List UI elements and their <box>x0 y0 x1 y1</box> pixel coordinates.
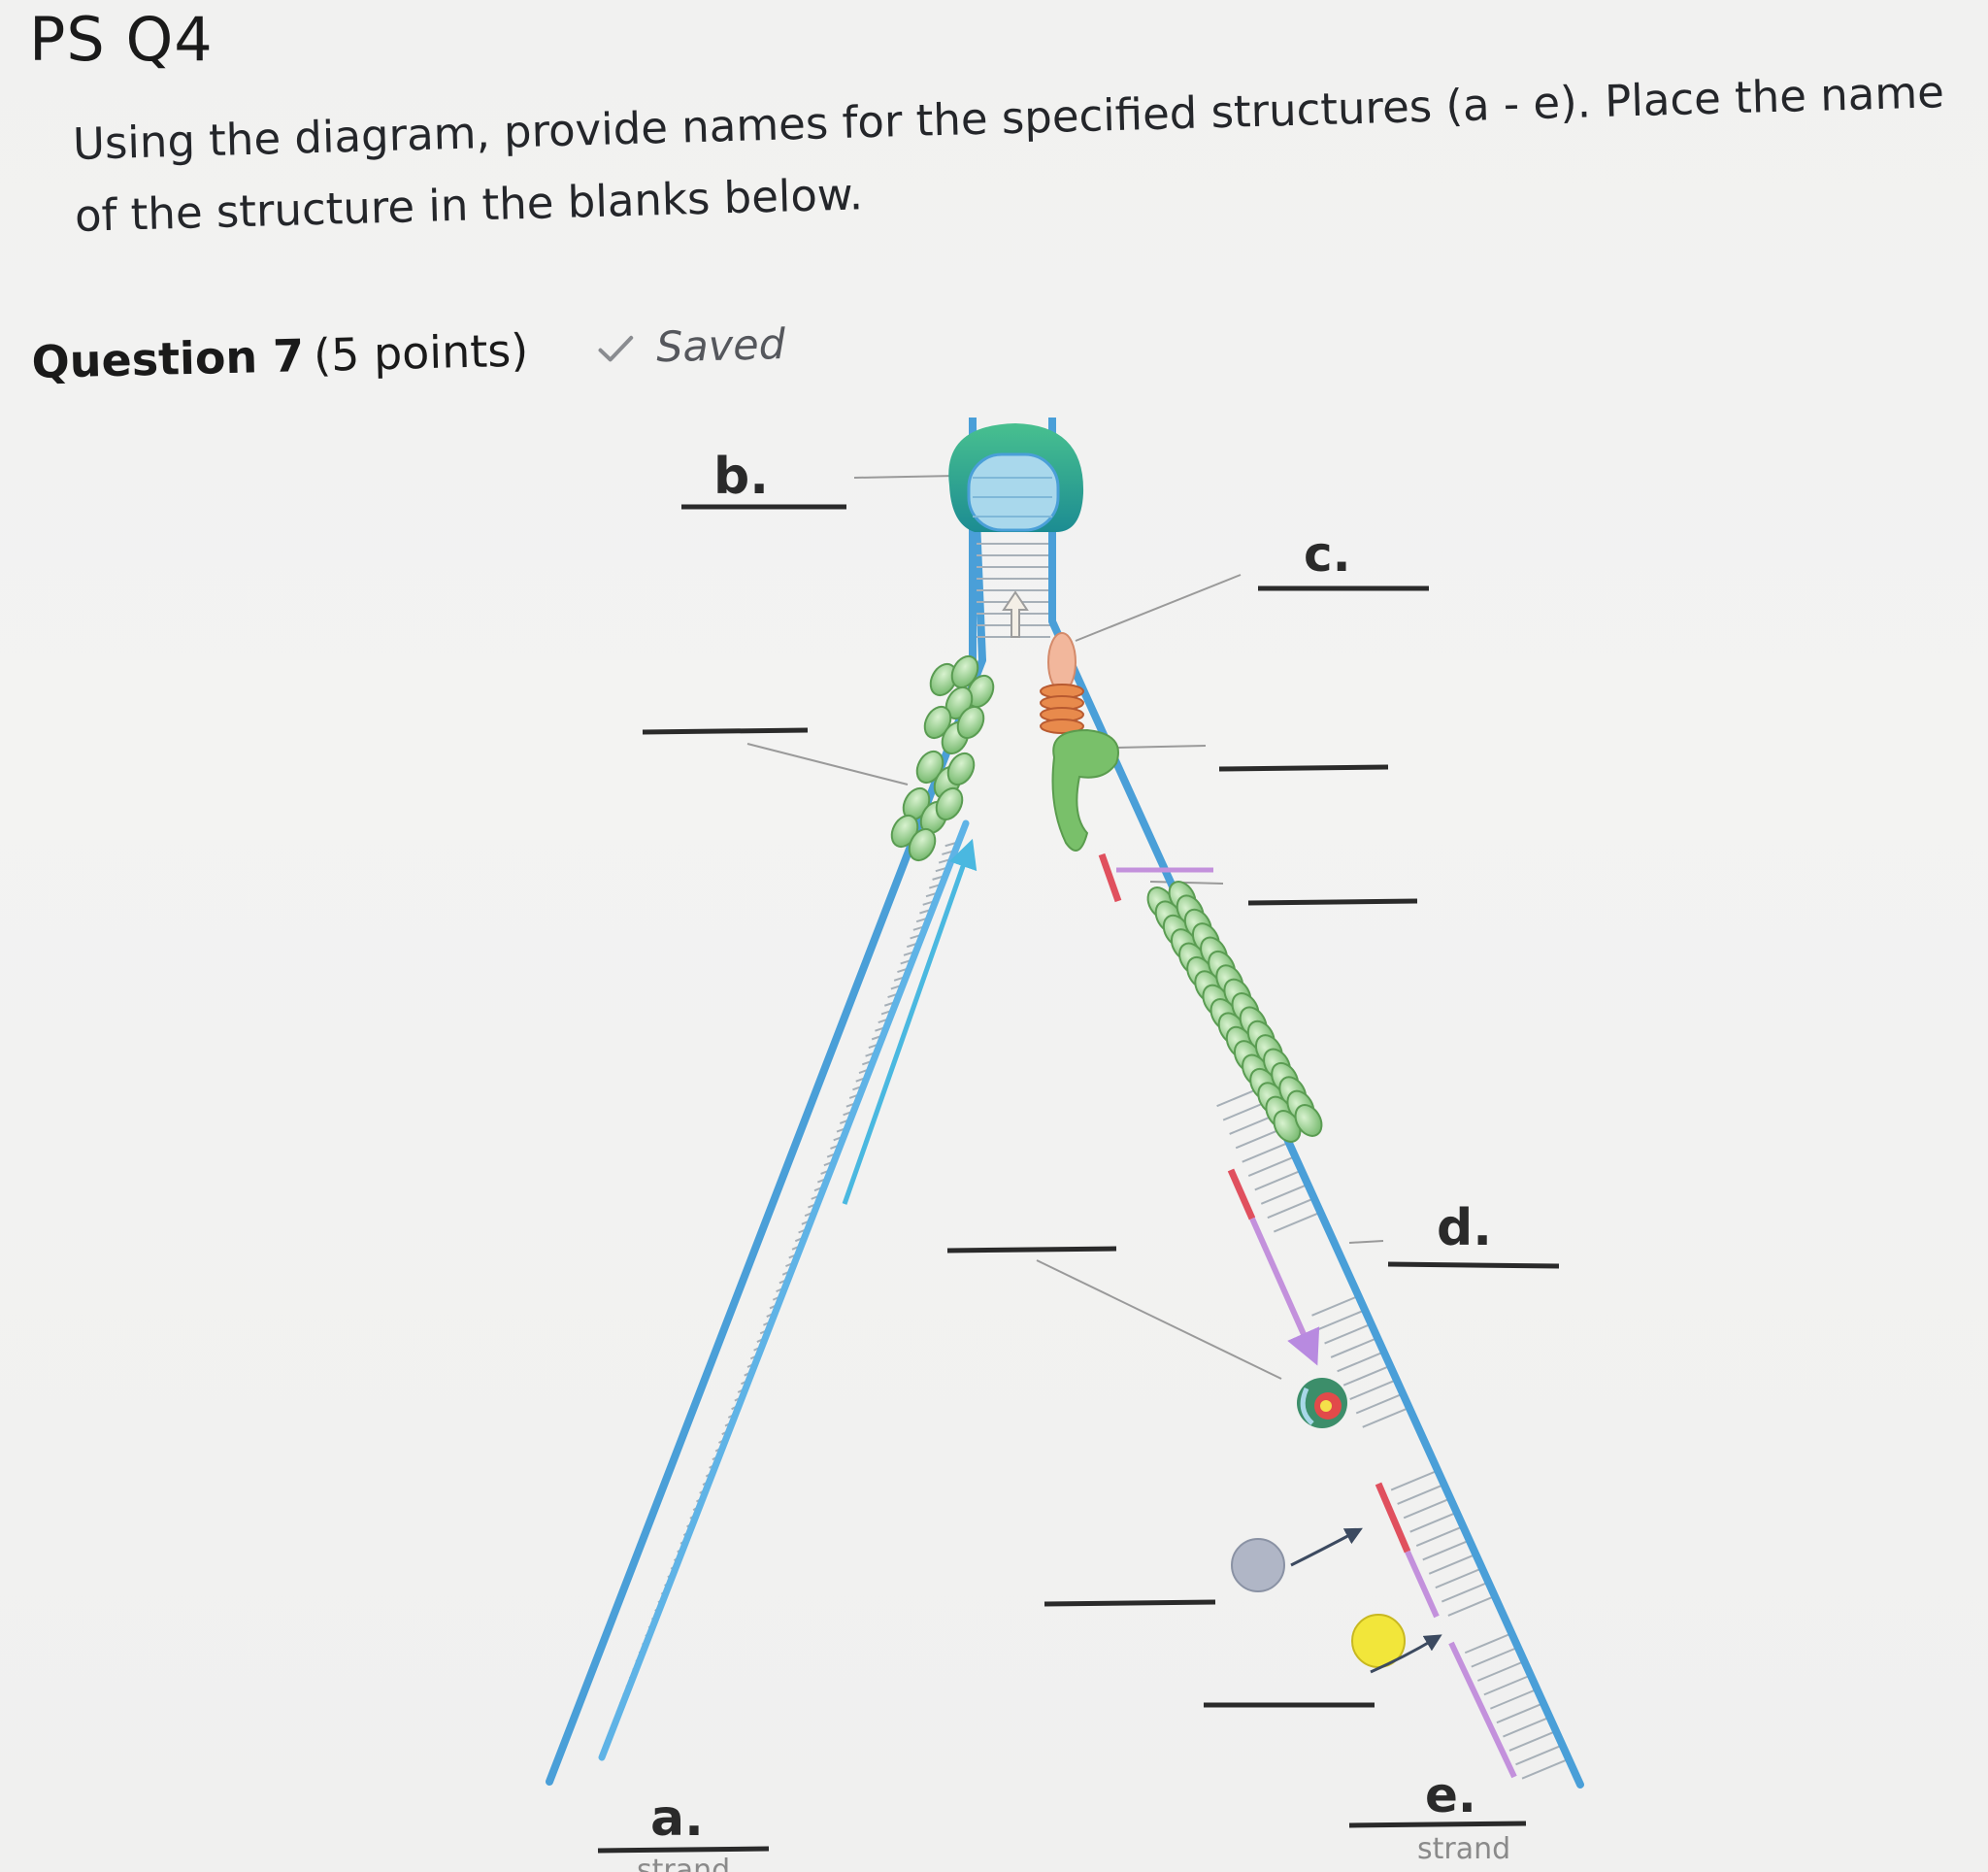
dna-rung <box>1441 1581 1489 1603</box>
dna-rung <box>1390 1469 1439 1491</box>
dna-rung <box>1397 1483 1445 1505</box>
fork-direction-arrow-icon <box>1002 590 1029 638</box>
blank-nucleotide1-line[interactable] <box>1044 1599 1216 1607</box>
dna-rung <box>1476 1660 1525 1682</box>
strand-caption-a: strand <box>637 1854 730 1872</box>
helicase <box>948 423 1084 532</box>
leader-lines <box>746 475 1384 1380</box>
label-b: b. <box>713 448 769 506</box>
label-d: d. <box>1437 1199 1492 1257</box>
ssb-protein <box>1294 1104 1323 1137</box>
dna-rung <box>1324 1322 1372 1345</box>
ssb-protein <box>908 827 937 862</box>
question-header: Question 7 (5 points) Saved <box>31 318 786 388</box>
dna-rung <box>1415 1525 1464 1547</box>
blank-polymerase-line[interactable] <box>946 1246 1117 1254</box>
dna-rung <box>1464 1632 1512 1655</box>
answer-blanks <box>597 504 1560 1854</box>
blank-e-line[interactable] <box>1348 1821 1527 1828</box>
page-title: PS Q4 <box>29 4 214 75</box>
dna-rung <box>1349 1379 1398 1401</box>
strand-caption-e: strand <box>1417 1832 1510 1866</box>
dna-rung <box>1362 1406 1410 1428</box>
dna-polymerase <box>1297 1378 1347 1428</box>
blank-a-line[interactable] <box>597 1846 770 1854</box>
leading-strand <box>546 426 986 1786</box>
dna-rung <box>1521 1757 1570 1780</box>
ssb-protein <box>935 786 964 821</box>
dna-rung <box>1242 1141 1290 1163</box>
free-nucleotides <box>1231 1527 1442 1674</box>
dna-rung <box>1403 1497 1451 1520</box>
label-a: a. <box>650 1789 704 1848</box>
dna-rung <box>1515 1744 1563 1766</box>
dna-rung <box>1273 1211 1321 1233</box>
label-c: c. <box>1304 526 1351 583</box>
dna-rung <box>1342 1364 1391 1387</box>
dna-rung <box>1471 1646 1519 1668</box>
primase-complex <box>1040 632 1119 852</box>
single-strand-binding-proteins <box>890 654 1323 1143</box>
dna-rung <box>1311 1294 1359 1317</box>
ssb-protein <box>966 674 995 709</box>
lagging-strand <box>1048 618 1584 1788</box>
dna-rung <box>1409 1511 1458 1533</box>
dna-rung <box>1490 1688 1538 1710</box>
dna-rung <box>1435 1567 1483 1589</box>
dna-rung <box>1337 1351 1385 1373</box>
check-icon <box>598 335 633 362</box>
dna-rung <box>1267 1197 1315 1220</box>
dna-rung <box>1235 1127 1283 1150</box>
dna-rung <box>1428 1553 1476 1575</box>
ssb-protein <box>929 662 958 697</box>
ssb-protein <box>956 705 985 740</box>
label-e: e. <box>1425 1767 1476 1823</box>
dna-rung <box>1503 1716 1550 1738</box>
dna-rung <box>1247 1155 1296 1178</box>
dna-rung <box>1422 1539 1471 1561</box>
dna-rung <box>1355 1392 1404 1415</box>
blank-primer-line[interactable] <box>1247 898 1418 906</box>
dna-rung <box>1260 1183 1309 1205</box>
dna-rung <box>1330 1337 1378 1358</box>
dna-rung <box>1254 1169 1303 1191</box>
ssb-protein <box>946 752 976 786</box>
dna-rung <box>1447 1595 1496 1617</box>
blank-primase-line[interactable] <box>1218 764 1389 772</box>
dna-rung <box>1317 1309 1366 1331</box>
ssb-protein <box>950 654 979 689</box>
dna-rung <box>1483 1674 1532 1696</box>
dna-rung <box>1508 1729 1557 1752</box>
saved-status: Saved <box>596 320 786 374</box>
blank-ssb-line[interactable] <box>642 727 809 735</box>
dna-rung <box>1496 1702 1544 1724</box>
blank-d-line[interactable] <box>1387 1261 1560 1269</box>
